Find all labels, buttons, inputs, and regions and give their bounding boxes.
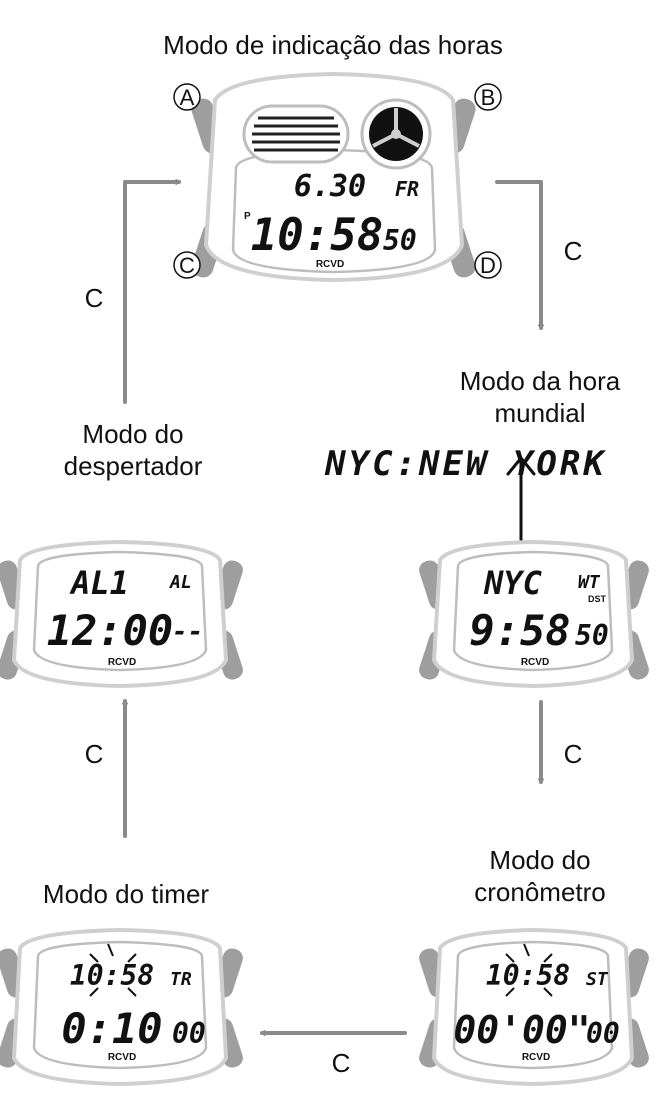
arrow-timekeeping-to-worldtime xyxy=(495,180,541,330)
button-labels: A B C D xyxy=(173,83,502,279)
timer-label: Modo do timer xyxy=(43,879,210,909)
lcd-day: FR xyxy=(395,177,419,201)
alarm-label-line1: Modo do xyxy=(82,419,183,449)
lcd-pm-indicator: P xyxy=(244,211,251,222)
alarm-lcd-rcvd: RCVD xyxy=(108,657,136,668)
stopwatch-lcd-hundredths: 00 xyxy=(586,1017,620,1050)
stopwatch-lcd-elapsed: 00'00" xyxy=(453,1008,590,1052)
transition-c-5: C xyxy=(85,283,104,313)
timer-lcd-current-time: 10:58 xyxy=(70,959,154,992)
watch-alarm: AL1 AL 12:00 -- RCVD xyxy=(0,539,243,689)
title-timekeeping-mode: Modo de indicação das horas xyxy=(163,30,503,60)
timer-lcd-seconds: 00 xyxy=(172,1017,206,1050)
transition-c-1: C xyxy=(564,236,583,266)
stopwatch-label-line1: Modo do xyxy=(489,845,590,875)
button-d-label: D xyxy=(480,253,496,278)
world-lcd-dst: DST xyxy=(588,594,607,604)
timer-lcd-value: 0:10 xyxy=(61,1004,162,1053)
stopwatch-lcd-current-time: 10:58 xyxy=(486,959,570,992)
world-time-label-line2: mundial xyxy=(494,398,585,428)
watch-timer: 10:58 TR 0:10 00 RCVD xyxy=(0,927,243,1087)
world-lcd-seconds: 50 xyxy=(575,619,609,652)
lcd-rcvd: RCVD xyxy=(316,259,344,270)
alarm-label-line2: despertador xyxy=(64,451,203,481)
stopwatch-lcd-rcvd: RCVD xyxy=(522,1052,550,1063)
arrow-alarm-to-timekeeping xyxy=(123,182,181,404)
stopwatch-label-line2: cronômetro xyxy=(474,877,606,907)
timer-colon-flash-icon xyxy=(89,943,137,997)
watch-world-time: NYC WT DST 9:58 50 RCVD xyxy=(419,539,649,689)
lcd-date: 6.30 xyxy=(294,169,366,204)
alarm-lcd-time: 12:00 xyxy=(47,606,173,655)
timer-lcd-indicator: TR xyxy=(170,969,192,990)
transition-c-3: C xyxy=(332,1048,351,1078)
alarm-lcd-id: AL1 xyxy=(69,564,129,602)
lcd-time: 10:58 xyxy=(251,210,383,261)
watch-stopwatch: 10:58 ST 00'00" 00 RCVD xyxy=(419,927,649,1087)
world-time-city-full: NYC:NEW YORK xyxy=(324,444,607,484)
stopwatch-colon-flash-icon xyxy=(505,943,553,997)
grill-lines xyxy=(252,116,340,152)
transition-c-2: C xyxy=(564,739,583,769)
world-time-label-line1: Modo da hora xyxy=(460,366,621,396)
stopwatch-lcd-indicator: ST xyxy=(586,969,609,990)
world-lcd-indicator: WT xyxy=(578,572,601,593)
button-c-label: C xyxy=(179,253,195,278)
button-b-label: B xyxy=(481,85,496,110)
alarm-lcd-indicator: AL xyxy=(169,572,192,593)
world-lcd-rcvd: RCVD xyxy=(521,657,549,668)
timer-lcd-rcvd: RCVD xyxy=(108,1052,136,1063)
arrow-city-pointer xyxy=(506,455,536,550)
transition-c-4: C xyxy=(85,739,104,769)
watch-timekeeping: 6.30 FR P 10:58 50 RCVD xyxy=(191,71,476,283)
world-lcd-time: 9:58 xyxy=(469,606,570,655)
button-a-label: A xyxy=(180,85,195,110)
world-lcd-city: NYC xyxy=(483,564,543,602)
alarm-lcd-suffix: -- xyxy=(172,617,203,647)
lcd-seconds: 50 xyxy=(383,224,417,257)
